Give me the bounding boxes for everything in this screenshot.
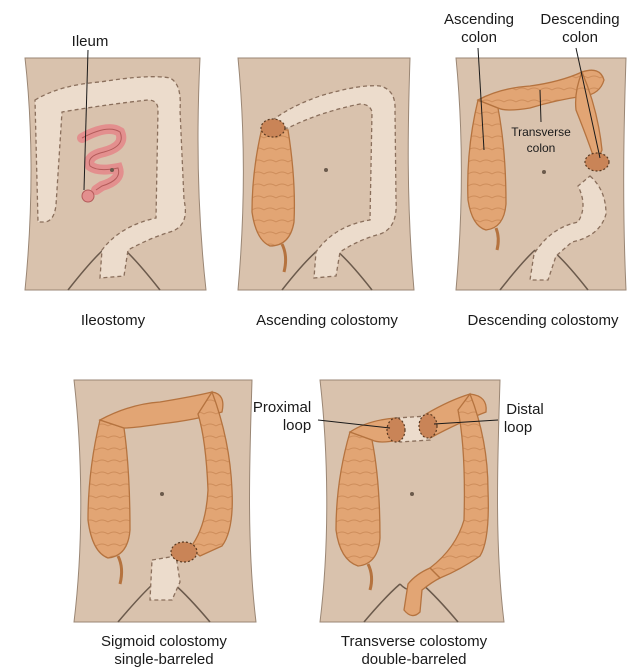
descending-label-line2: colon <box>562 29 598 46</box>
descending-colostomy-caption: Descending colostomy <box>468 312 619 329</box>
ileum-stoma <box>82 190 94 202</box>
panel-ascending-colostomy: Ascending colostomy <box>238 58 414 329</box>
navel <box>324 168 328 172</box>
sigmoid-stoma <box>171 542 197 562</box>
ascending-colostomy-caption: Ascending colostomy <box>256 312 398 329</box>
panel-transverse-colostomy: Proximal loop Distal loop Transverse col… <box>253 380 544 668</box>
ascending-label-line1: Ascending <box>444 11 514 28</box>
ileostomy-caption: Ileostomy <box>81 312 146 329</box>
panel-descending-colostomy: Ascending colon Descending colon Transve… <box>444 11 626 329</box>
descending-stoma <box>585 153 609 171</box>
navel <box>542 170 546 174</box>
panel-ileostomy: Ileum Ileostomy <box>25 33 206 329</box>
descending-label-line1: Descending <box>540 11 619 28</box>
navel <box>160 492 164 496</box>
ileum-label: Ileum <box>72 33 109 50</box>
transverse-caption-line2: double-barreled <box>361 651 466 668</box>
navel <box>410 492 414 496</box>
proximal-label-line1: Proximal <box>253 399 311 416</box>
transverse-caption-line1: Transverse colostomy <box>341 633 488 650</box>
navel <box>110 168 114 172</box>
proximal-stoma <box>387 418 405 442</box>
distal-label-line1: Distal <box>506 401 544 418</box>
ascending-ribs <box>252 128 294 246</box>
distal-stoma <box>419 414 437 438</box>
distal-label-line2: loop <box>504 419 532 436</box>
ascending-stoma <box>261 119 285 137</box>
ascending-label-line2: colon <box>461 29 497 46</box>
proximal-label-line2: loop <box>283 417 311 434</box>
sigmoid-caption-line2: single-barreled <box>114 651 213 668</box>
panel-sigmoid-colostomy: Sigmoid colostomy single-barreled <box>74 380 256 668</box>
sigmoid-caption-line1: Sigmoid colostomy <box>101 633 227 650</box>
transverse-label-line2: colon <box>527 141 556 155</box>
transverse-label-line1: Transverse <box>511 125 571 139</box>
